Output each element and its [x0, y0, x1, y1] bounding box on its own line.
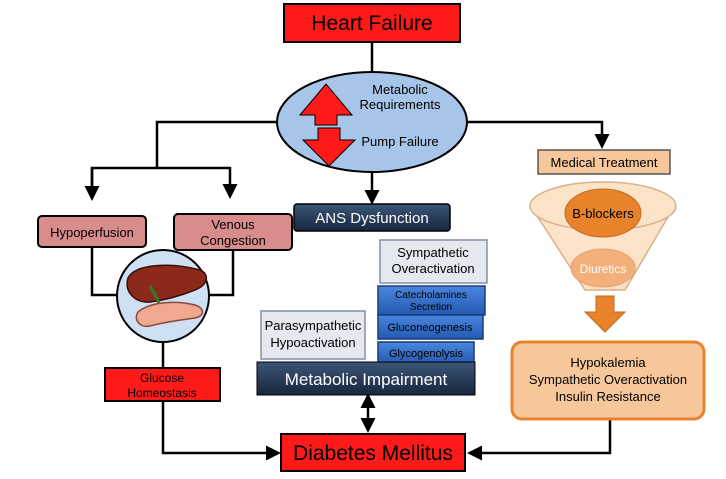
liver-pancreas-illustration	[116, 249, 210, 343]
ans-dysfunction-node: ANS Dysfunction	[293, 203, 451, 232]
heart-failure-node: Heart Failure	[283, 3, 461, 43]
ellipse-line3: Pump Failure	[361, 134, 438, 149]
catecholamines-line2: Secretion	[410, 302, 452, 313]
sympathetic-line2: Overactivation	[391, 261, 474, 276]
hypoperfusion-label: Hypoperfusion	[50, 225, 134, 240]
venous-congestion-node: Venous Congestion	[173, 213, 293, 251]
funnel: B-blockers Diuretics	[529, 181, 677, 291]
glucose-homeostasis-node: Glucose Homeostasis	[104, 367, 221, 402]
metabolic-impairment-label: Metabolic Impairment	[285, 370, 448, 389]
glucose-line2: Homeostasis	[127, 386, 196, 400]
pancreas-icon	[135, 301, 204, 328]
heart-failure-label: Heart Failure	[311, 12, 432, 35]
effects-line1: Hypokalemia	[570, 355, 646, 370]
connector-glucose-diabetes	[161, 400, 281, 461]
glucose-line1: Glucose	[140, 371, 184, 385]
liver-icon	[126, 264, 207, 303]
ellipse-line2: Requirements	[360, 97, 441, 112]
connector-ellipse-left	[155, 120, 280, 168]
ellipse-line1: Metabolic	[372, 82, 428, 97]
diabetes-mellitus-label: Diabetes Mellitus	[293, 442, 453, 465]
bblockers-bubble	[564, 188, 642, 238]
diabetes-mellitus-node: Diabetes Mellitus	[280, 433, 466, 472]
catecholamines-node: Catecholamines Secretion	[377, 285, 486, 316]
metabolic-impairment-node: Metabolic Impairment	[256, 361, 476, 396]
connectors	[84, 43, 612, 461]
sympathetic-node: Sympathetic Overactivation	[379, 239, 488, 284]
venous-line1: Venous	[211, 217, 255, 232]
effects-line3: Insulin Resistance	[555, 389, 661, 404]
arrow-down-orange-icon	[583, 295, 627, 333]
medical-treatment-label: Medical Treatment	[551, 155, 658, 170]
connector-venous-liver	[205, 250, 235, 297]
medical-treatment-node: Medical Treatment	[537, 149, 671, 175]
glycogenolysis-label: Glycogenolysis	[389, 348, 463, 360]
gluconeogenesis-node: Gluconeogenesis	[377, 314, 484, 340]
parasympathetic-node: Parasympathetic Hypoactivation	[260, 310, 366, 360]
connector-hypo-liver	[90, 247, 120, 297]
effects-line2: Sympathetic Overactivation	[529, 372, 687, 387]
diuretics-bubble	[570, 248, 636, 288]
arrow-down-icon	[301, 127, 357, 167]
sympathetic-line1: Sympathetic	[397, 245, 469, 260]
arrow-up-icon	[298, 83, 354, 126]
parasympathetic-line1: Parasympathetic	[265, 318, 362, 333]
parasympathetic-line2: Hypoactivation	[270, 335, 355, 350]
bblockers-label: B-blockers	[572, 206, 634, 221]
gluconeogenesis-label: Gluconeogenesis	[387, 322, 473, 334]
ans-label: ANS Dysfunction	[315, 210, 428, 227]
catecholamines-line1: Catecholamines	[395, 290, 467, 301]
glycogenolysis-node: Glycogenolysis	[377, 341, 475, 365]
connector-effects-diabetes	[467, 420, 612, 461]
diuretics-label: Diuretics	[580, 262, 627, 276]
connector-ellipse-right	[462, 120, 610, 149]
venous-line2: Congestion	[200, 233, 266, 248]
metabolic-ellipse: Metabolic Requirements Pump Failure	[276, 71, 468, 173]
connector-left-split	[90, 166, 238, 199]
hypoperfusion-node: Hypoperfusion	[37, 215, 147, 248]
effects-node: Hypokalemia Sympathetic Overactivation I…	[510, 340, 706, 421]
